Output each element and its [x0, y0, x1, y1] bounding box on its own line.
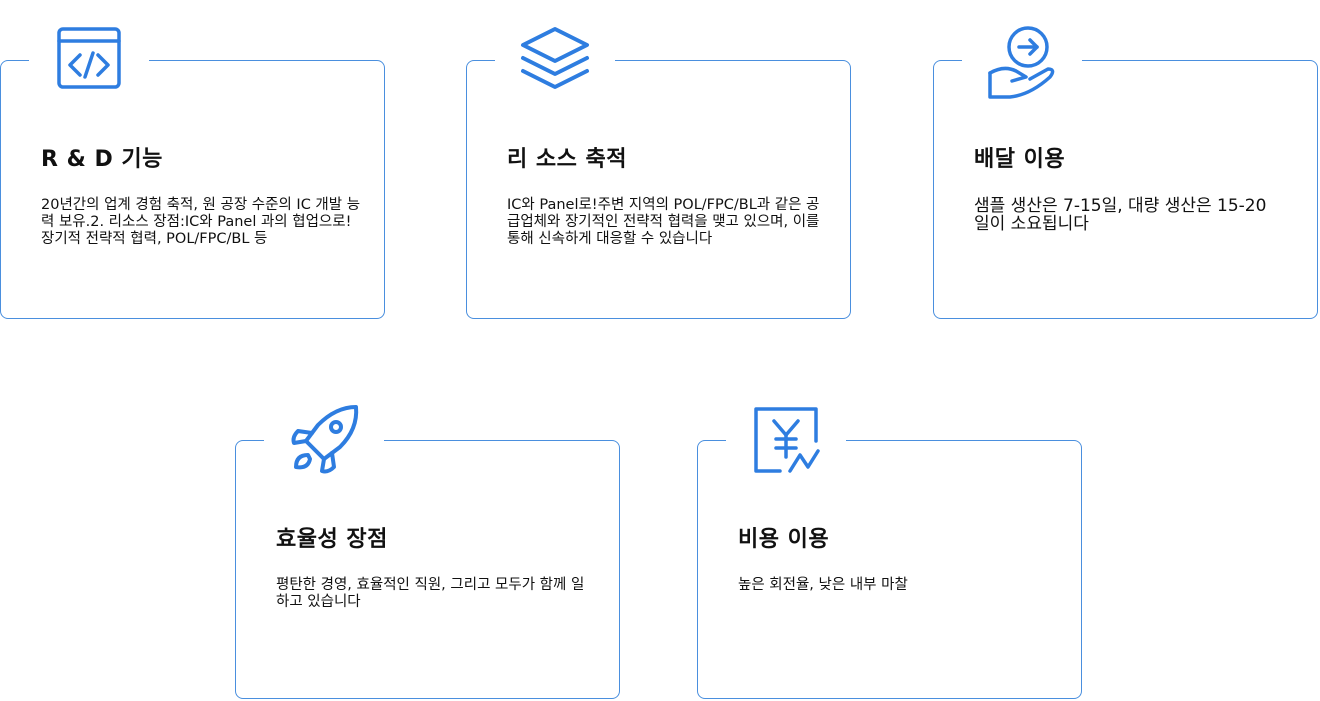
yen-invoice-icon — [726, 405, 846, 477]
card-title: 리 소스 축적 — [507, 147, 628, 172]
card-description: 높은 회전율, 낮은 내부 마찰 — [738, 577, 908, 593]
card-description: 샘플 생산은 7-15일, 대량 생산은 15-20일이 소요됩니다 — [974, 196, 1267, 234]
card-title: R & D 기능 — [41, 147, 163, 172]
card-description: 20년간의 업계 경험 축적, 원 공장 수준의 IC 개발 능력 보유.2. … — [41, 197, 361, 247]
feature-card-efficiency: 효율성 장점 평탄한 경영, 효율적인 직원, 그리고 모두가 함께 일하고 있… — [235, 405, 620, 699]
card-title: 배달 이용 — [974, 147, 1066, 172]
card-description: 평탄한 경영, 효율적인 직원, 그리고 모두가 함께 일하고 있습니다 — [276, 577, 585, 610]
feature-card-resources: 리 소스 축적 IC와 Panel로!주변 지역의 POL/FPC/BL과 같은… — [466, 25, 851, 319]
rocket-icon — [264, 405, 384, 477]
card-title: 비용 이용 — [738, 527, 830, 552]
feature-card-delivery: 배달 이용 샘플 생산은 7-15일, 대량 생산은 15-20일이 소요됩니다 — [933, 25, 1318, 319]
feature-card-rnd: R & D 기능 20년간의 업계 경험 축적, 원 공장 수준의 IC 개발 … — [0, 25, 385, 319]
card-title: 효율성 장점 — [276, 527, 388, 552]
card-description: IC와 Panel로!주변 지역의 POL/FPC/BL과 같은 공급업체와 장… — [507, 197, 820, 247]
code-window-icon — [29, 25, 149, 97]
hand-delivery-icon — [962, 25, 1082, 99]
feature-card-cost: 비용 이용 높은 회전율, 낮은 내부 마찰 — [697, 405, 1082, 699]
layers-icon — [495, 25, 615, 97]
